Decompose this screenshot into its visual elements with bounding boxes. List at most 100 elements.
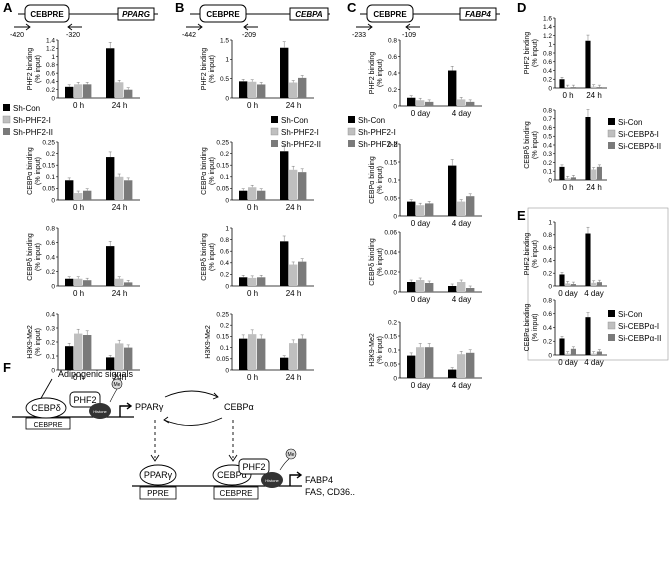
chart-e1-bar xyxy=(596,282,602,286)
chart-e1-bar xyxy=(585,233,591,286)
chart-a1-ytick-label: 1.4 xyxy=(46,37,55,44)
chart-c2-ytick-label: 0 xyxy=(393,213,397,220)
chart-d1-bar xyxy=(565,87,571,88)
chart-a1-ytick-label: 0.6 xyxy=(46,70,55,77)
chart-b1-ytick-label: 1 xyxy=(225,57,229,64)
chart-c1-bar xyxy=(425,101,434,106)
chart-e2-ytick-label: 0.6 xyxy=(543,311,552,318)
chart-c4-bar xyxy=(448,369,457,378)
chart-d2-bar xyxy=(591,169,597,180)
diagram-cebpd-label: CEBPδ xyxy=(31,403,61,413)
legend-c-item-2: Sh-PHF2-II xyxy=(358,140,398,149)
chart-a3-bar xyxy=(115,278,124,286)
chart-c2-ytick-label: 0.05 xyxy=(384,195,397,202)
chart-a1-bar xyxy=(124,89,133,98)
panel-letter-a: A xyxy=(3,0,13,15)
diagram-cebpa-label-2: CEBPα xyxy=(217,470,247,480)
diagram-phf2-label-2: PHF2 xyxy=(242,462,265,472)
chart-e2-bar xyxy=(585,317,591,355)
chart-a1-bar xyxy=(65,86,74,98)
diagram-cebpre-label-1: CEBPRE xyxy=(34,422,63,429)
chart-c3-bar xyxy=(416,280,425,292)
chart-d2-ylabel: (% input) xyxy=(532,131,539,159)
chart-c1-category-label: 4 day xyxy=(452,109,472,118)
chart-c2-category-label: 4 day xyxy=(452,219,472,228)
chart-d1-bar xyxy=(591,86,597,88)
chart-b4-bar xyxy=(239,338,248,370)
chart-e2-ylabel: (% input) xyxy=(532,313,539,341)
chart-c2-bar xyxy=(457,201,466,216)
diagram-phf2-box-1 xyxy=(69,391,101,408)
chart-b3-bar xyxy=(239,277,248,286)
panel-letter-d: D xyxy=(517,0,526,15)
chart-c2-bar xyxy=(448,165,457,216)
chart-b1-bar xyxy=(280,47,289,98)
chart-a2-ytick-label: 0.15 xyxy=(42,163,55,170)
chart-b2-bar xyxy=(289,169,298,200)
chart-a2-bar xyxy=(83,190,92,200)
chart-e1-ytick-label: 0.8 xyxy=(543,232,552,239)
chart-d2-ylabel: CEBPδ binding xyxy=(524,121,531,169)
chart-a2-ytick-label: 0.2 xyxy=(46,151,55,158)
legend-a-item-1: Sh-PHF2-I xyxy=(13,116,51,125)
chart-d1-ytick-label: 1.6 xyxy=(543,15,552,22)
chart-d1-ytick-label: 1.2 xyxy=(543,33,552,40)
legend-d: Si-Con Si-CEBPδ-I Si-CEBPδ-II xyxy=(607,118,661,151)
legend-a-item-2: Sh-PHF2-II xyxy=(13,128,53,137)
chart-e2-ylabel: CEBPα binding xyxy=(524,304,531,352)
chart-c1-bar xyxy=(466,101,475,106)
chart-a3-bar xyxy=(83,280,92,286)
chart-c4-bar xyxy=(466,352,475,378)
chart-e2-ytick-label: 0.2 xyxy=(543,339,552,346)
chart-c4-category-label: 0 day xyxy=(411,381,431,390)
chart-a3-bar xyxy=(65,278,74,286)
chart-b2-ytick-label: 0.25 xyxy=(216,139,229,146)
chart-c4-ylabel: (% input) xyxy=(377,336,384,364)
chart-a3-bar xyxy=(74,278,83,286)
chart-b1-ylabel: (% input) xyxy=(209,55,216,83)
chart-d2-ytick-label: 0.3 xyxy=(543,151,552,158)
chart-a2-ylabel: CEBPα binding xyxy=(27,147,34,195)
chart-a4-category-label: 0 h xyxy=(73,373,84,382)
chart-a1-bar xyxy=(74,84,83,98)
chart-d2-ytick-label: 0.5 xyxy=(543,134,552,141)
chart-a4-ytick-label: 0.4 xyxy=(46,311,55,318)
chart-e2-bar xyxy=(559,338,565,355)
chart-c3-ylabel: (% input) xyxy=(377,248,384,276)
chart-e2-bar xyxy=(565,353,571,355)
chart-d1-ytick-label: 0.4 xyxy=(543,68,552,75)
chart-b1-category-label: 24 h xyxy=(286,101,302,110)
chart-e1-ytick-label: 0.6 xyxy=(543,245,552,252)
chart-d2-bar xyxy=(596,166,602,180)
chart-a3-ylabel: CEBPδ binding xyxy=(27,233,34,281)
chart-c1-ytick-label: 0.6 xyxy=(388,54,397,61)
chart-a2-bar xyxy=(65,180,74,200)
diagram-ppre-label: PPRE xyxy=(147,489,169,498)
diagram-me-label-1: Me xyxy=(114,382,121,388)
chart-a2-bar xyxy=(74,193,83,200)
chart-b2-ytick-label: 0.2 xyxy=(220,151,229,158)
chart-c2-ytick-label: 0.1 xyxy=(388,177,397,184)
legend-a-item-0: Sh-Con xyxy=(13,104,40,113)
chart-c4-bar xyxy=(457,354,466,378)
chart-b1-ytick-label: 0 xyxy=(225,95,229,102)
panel-letter-e: E xyxy=(517,208,526,223)
chart-a2-category-label: 24 h xyxy=(112,203,128,212)
legend-b-item-2: Sh-PHF2-II xyxy=(281,140,321,149)
promoter-label-b: CEBPRE xyxy=(206,10,240,19)
chart-b3-ylabel: CEBPδ binding xyxy=(201,233,208,281)
chart-c1-ytick-label: 0.2 xyxy=(388,87,397,94)
chart-b3-ytick-label: 0.2 xyxy=(220,272,229,279)
promoter-label-c: CEBPRE xyxy=(373,10,407,19)
chart-b2-bar xyxy=(298,172,307,200)
chart-a1-category-label: 0 h xyxy=(73,101,84,110)
chart-d2-bar xyxy=(570,177,576,180)
chart-d1-ytick-label: 0.6 xyxy=(543,59,552,66)
chart-b1-category-label: 0 h xyxy=(247,101,258,110)
chart-a1-ytick-label: 1 xyxy=(51,54,55,61)
chart-b3-ytick-label: 0.6 xyxy=(220,249,229,256)
chart-b1-ytick-label: 1.5 xyxy=(220,37,229,44)
chart-b2-ytick-label: 0.05 xyxy=(216,186,229,193)
chart-a1-ytick-label: 1.2 xyxy=(46,46,55,53)
